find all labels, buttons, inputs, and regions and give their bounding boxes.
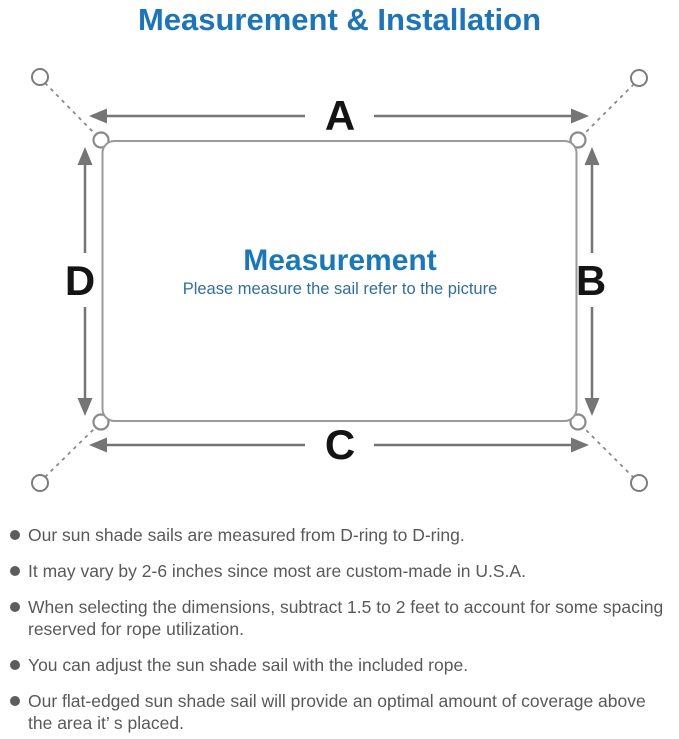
note-text: It may vary by 2-6 inches since most are… bbox=[28, 561, 526, 581]
rope-bottom-left bbox=[44, 425, 98, 478]
page-title: Measurement & Installation bbox=[137, 2, 542, 37]
bullet-icon bbox=[10, 530, 20, 540]
d-ring-top-right-icon bbox=[569, 131, 587, 149]
arrow-c bbox=[89, 437, 589, 453]
bullet-icon bbox=[10, 602, 20, 612]
arrow-a bbox=[89, 108, 589, 124]
note-item: Our sun shade sails are measured from D-… bbox=[10, 524, 674, 546]
d-ring-bottom-right-icon bbox=[569, 413, 587, 431]
bullet-icon bbox=[10, 566, 20, 576]
anchor-ring-bottom-left-icon bbox=[31, 474, 49, 492]
rope-top-right bbox=[581, 83, 635, 137]
d-ring-top-left-icon bbox=[92, 131, 110, 149]
notes-list: Our sun shade sails are measured from D-… bbox=[10, 524, 674, 739]
rope-bottom-right bbox=[581, 425, 635, 479]
rope-top-left bbox=[44, 82, 98, 137]
sail-rectangle bbox=[101, 140, 578, 422]
note-text: Our sun shade sails are measured from D-… bbox=[28, 525, 465, 545]
bullet-icon bbox=[10, 660, 20, 670]
label-side-d: D bbox=[65, 257, 95, 304]
label-side-c: C bbox=[325, 421, 355, 468]
arrow-b bbox=[584, 147, 600, 416]
diagram-center-title: Measurement bbox=[243, 244, 436, 277]
note-text: You can adjust the sun shade sail with t… bbox=[28, 655, 469, 675]
d-ring-bottom-left-icon bbox=[92, 413, 110, 431]
arrow-d bbox=[77, 147, 93, 416]
bullet-icon bbox=[10, 696, 20, 706]
label-side-b: B bbox=[576, 257, 606, 304]
anchor-ring-top-left-icon bbox=[31, 68, 49, 86]
note-item: It may vary by 2-6 inches since most are… bbox=[10, 560, 674, 582]
note-text: Our flat-edged sun shade sail will provi… bbox=[28, 691, 646, 733]
note-item: When selecting the dimensions, subtract … bbox=[10, 596, 674, 640]
anchor-ring-top-right-icon bbox=[630, 69, 648, 87]
note-item: You can adjust the sun shade sail with t… bbox=[10, 654, 674, 676]
note-item: Our flat-edged sun shade sail will provi… bbox=[10, 690, 674, 734]
measurement-diagram: A C D B Measurement Please measure the s… bbox=[31, 68, 648, 492]
label-side-a: A bbox=[325, 92, 355, 139]
anchor-ring-bottom-right-icon bbox=[630, 474, 648, 492]
diagram-center-subtitle: Please measure the sail refer to the pic… bbox=[183, 280, 498, 298]
note-text: When selecting the dimensions, subtract … bbox=[28, 597, 664, 639]
